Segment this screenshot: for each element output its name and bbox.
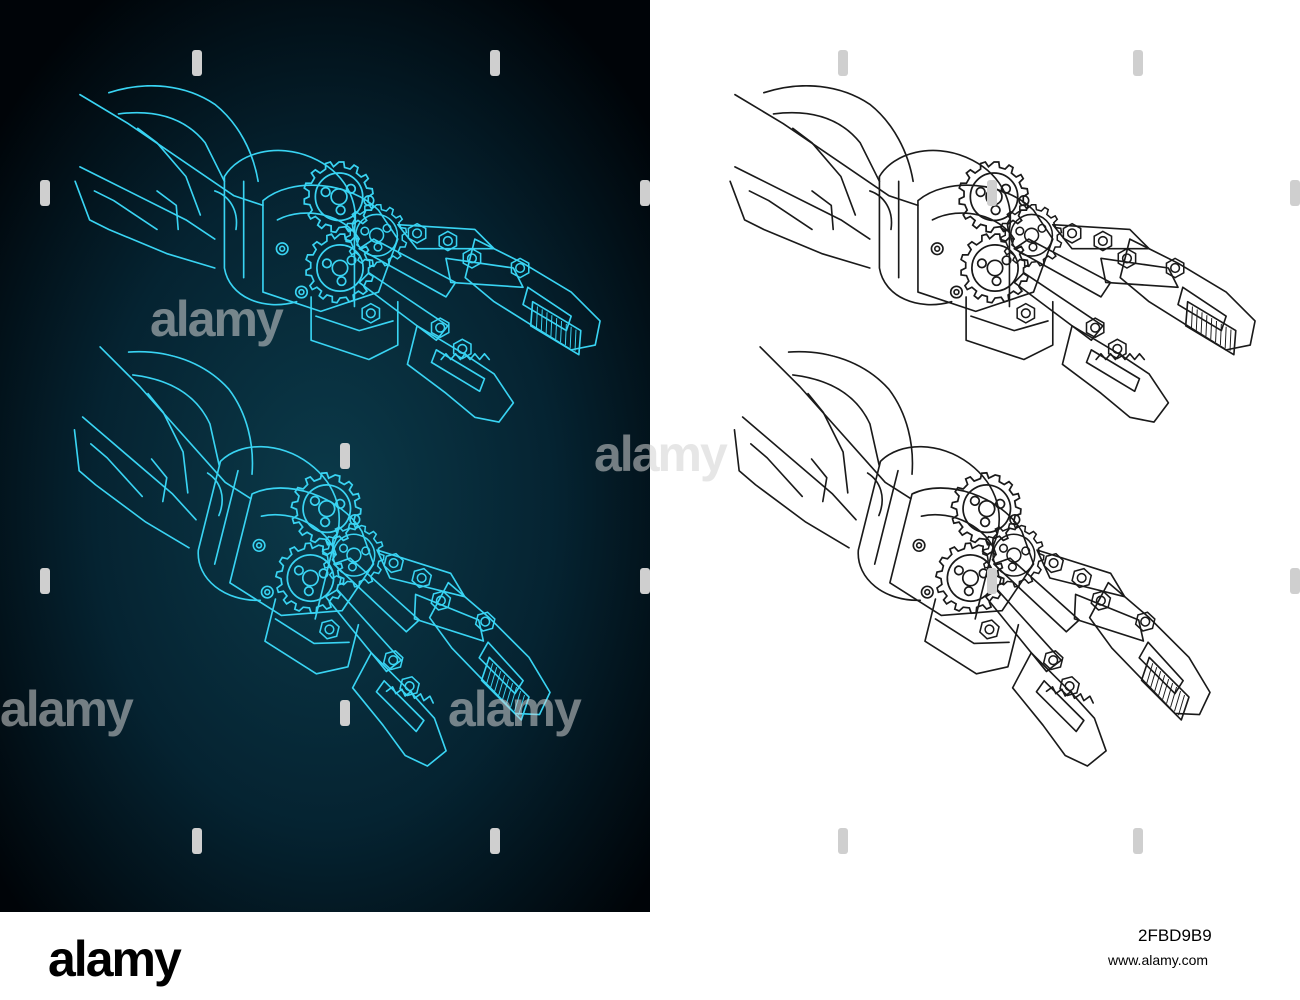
blueprint-panel-background bbox=[0, 0, 650, 912]
site-url: www.alamy.com bbox=[1108, 952, 1209, 968]
watermark-marks bbox=[40, 50, 1300, 854]
line-drawing-gripper-top bbox=[730, 86, 1255, 422]
image-id: 2FBD9B9 bbox=[1138, 926, 1212, 945]
line-drawing-gripper-bottom bbox=[676, 337, 1267, 790]
alamy-logo: alamy bbox=[48, 931, 182, 987]
footer-bar: alamy 2FBD9B9 www.alamy.com bbox=[0, 912, 1300, 1000]
